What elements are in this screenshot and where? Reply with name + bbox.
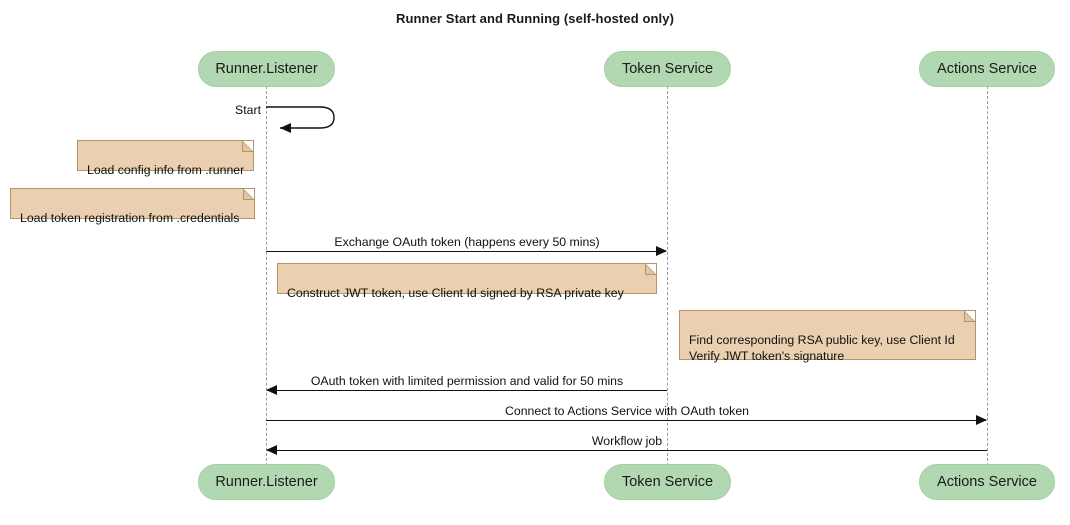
note-verify-jwt-signature: Find corresponding RSA public key, use C… <box>679 310 976 363</box>
message-line-workflow-job <box>267 450 987 451</box>
participant-token-bottom[interactable]: Token Service <box>604 464 731 500</box>
participant-label: Runner.Listener <box>215 61 318 77</box>
message-label-oauth-token-limited-permission: OAuth token with limited permission and … <box>310 374 624 388</box>
message-label-exchange-oauth-token: Exchange OAuth token (happens every 50 m… <box>334 235 600 249</box>
message-label-workflow-job: Workflow job <box>591 434 663 448</box>
participant-runner-bottom[interactable]: Runner.Listener <box>198 464 335 500</box>
participant-actions-bottom[interactable]: Actions Service <box>919 464 1055 500</box>
message-label-connect-to-actions-service: Connect to Actions Service with OAuth to… <box>504 404 750 418</box>
note-text: Find corresponding RSA public key, use C… <box>689 333 955 363</box>
message-self-loop-start <box>266 104 346 138</box>
lifeline-token <box>667 86 668 466</box>
message-line-connect-to-actions-service <box>266 420 986 421</box>
participant-runner-top[interactable]: Runner.Listener <box>198 51 335 87</box>
participant-actions-top[interactable]: Actions Service <box>919 51 1055 87</box>
note-text: Construct JWT token, use Client Id signe… <box>287 286 624 300</box>
message-line-exchange-oauth-token <box>266 251 666 252</box>
note-text: Load config info from .runner <box>87 163 245 177</box>
arrowhead-oauth-token-limited-permission <box>266 385 277 395</box>
note-fold-corner <box>243 189 254 200</box>
participant-label: Actions Service <box>937 474 1037 490</box>
note-construct-jwt-token: Construct JWT token, use Client Id signe… <box>277 263 657 300</box>
note-load-config: Load config info from .runner <box>77 140 254 177</box>
message-label-start: Start <box>235 103 261 117</box>
lifeline-runner <box>266 86 267 466</box>
participant-label: Token Service <box>621 61 714 77</box>
diagram-title: Runner Start and Running (self-hosted on… <box>395 11 675 26</box>
lifeline-actions <box>987 86 988 466</box>
arrowhead-connect-to-actions-service <box>976 415 987 425</box>
arrowhead-workflow-job <box>266 445 277 455</box>
note-fold-corner <box>242 141 253 152</box>
participant-label: Token Service <box>621 474 714 490</box>
note-fold-corner <box>964 311 975 322</box>
participant-label: Actions Service <box>937 61 1037 77</box>
note-fold-corner <box>645 264 656 275</box>
note-text: Load token registration from .credential… <box>20 211 240 225</box>
arrowhead-exchange-oauth-token <box>656 246 667 256</box>
participant-token-top[interactable]: Token Service <box>604 51 731 87</box>
note-load-token-registration: Load token registration from .credential… <box>10 188 255 225</box>
participant-label: Runner.Listener <box>215 474 318 490</box>
message-line-oauth-token-limited-permission <box>267 390 667 391</box>
